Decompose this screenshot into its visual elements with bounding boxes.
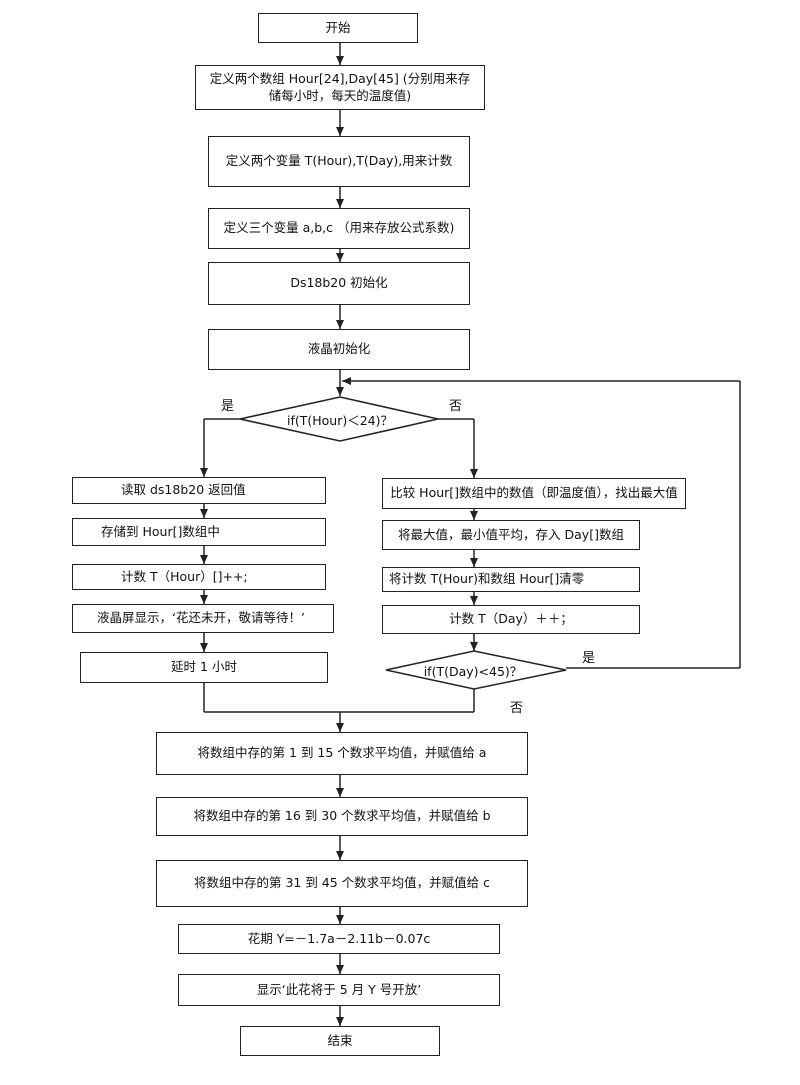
- count-hour-label: 计数 T（Hour）[]++;: [121, 568, 248, 584]
- no-label-day: 否: [510, 701, 524, 716]
- no-label-hour: 否: [449, 399, 463, 414]
- decision-hour-diamond: [239, 396, 439, 442]
- avg-c-label: 将数组中存的第 31 到 45 个数求平均值，并赋值给 c: [193, 875, 491, 891]
- start-node: 开始: [258, 13, 418, 43]
- end-node: 结束: [240, 1026, 440, 1056]
- define-coeffs-node: 定义三个变量 a,b,c （用来存放公式系数): [208, 208, 470, 249]
- read-ds18b20-label: 读取 ds18b20 返回值: [121, 482, 246, 498]
- compare-max-node: 比较 Hour[]数组中的数值（即温度值），找出最大值: [382, 478, 686, 509]
- define-arrays-label: 定义两个数组 Hour[24],Day[45] (分别用来存储每小时，每天的温度…: [209, 70, 471, 103]
- decision-hour-label: if(T(Hour)＜24)？: [286, 412, 394, 428]
- avg-b-node: 将数组中存的第 16 到 30 个数求平均值，并赋值给 b: [156, 797, 528, 836]
- avg-b-label: 将数组中存的第 16 到 30 个数求平均值，并赋值给 b: [193, 808, 491, 824]
- yes-label-day: 是: [582, 651, 596, 666]
- formula-node: 花期 Y=－1.7a－2.11b－0.07c: [178, 924, 500, 954]
- delay-node: 延时 1 小时: [80, 652, 328, 683]
- clear-hour-node: 将计数 T(Hour)和数组 Hour[]清零: [382, 567, 640, 592]
- delay-label: 延时 1 小时: [171, 659, 237, 675]
- decision-day: if(T(Day)<45)？: [398, 659, 548, 681]
- decision-hour: if(T(Hour)＜24)？: [250, 407, 430, 431]
- count-day-node: 计数 T（Day）＋＋；: [382, 605, 640, 634]
- store-hour-label: 存储到 Hour[]数组中: [101, 523, 220, 539]
- start-label: 开始: [325, 19, 351, 35]
- show-result-node: 显示‘此花将于 5 月 Y 号开放’: [178, 974, 500, 1006]
- store-hour-node: 存储到 Hour[]数组中: [72, 518, 326, 546]
- define-counters-label: 定义两个变量 T(Hour),T(Day),用来计数: [225, 153, 453, 169]
- read-ds18b20-node: 读取 ds18b20 返回值: [72, 477, 326, 504]
- avg-store-day-node: 将最大值，最小值平均，存入 Day[]数组: [382, 520, 640, 550]
- avg-c-node: 将数组中存的第 31 到 45 个数求平均值，并赋值给 c: [156, 860, 528, 907]
- end-label: 结束: [327, 1032, 353, 1048]
- show-result-label: 显示‘此花将于 5 月 Y 号开放’: [256, 981, 422, 997]
- clear-hour-label: 将计数 T(Hour)和数组 Hour[]清零: [389, 571, 585, 587]
- lcd-show-label: 液晶屏显示，‘花还未开，敬请等待！’: [97, 610, 305, 626]
- lcd-init-label: 液晶初始化: [307, 341, 371, 357]
- ds18b20-init-label: Ds18b20 初始化: [290, 275, 388, 291]
- lcd-show-node: 液晶屏显示，‘花还未开，敬请等待！’: [72, 604, 334, 633]
- avg-a-label: 将数组中存的第 1 到 15 个数求平均值，并赋值给 a: [197, 745, 487, 761]
- avg-store-day-label: 将最大值，最小值平均，存入 Day[]数组: [398, 526, 624, 542]
- ds18b20-init-node: Ds18b20 初始化: [208, 262, 470, 305]
- count-day-label: 计数 T（Day）＋＋；: [449, 611, 573, 627]
- compare-max-label: 比较 Hour[]数组中的数值（即温度值），找出最大值: [390, 485, 678, 501]
- define-coeffs-label: 定义三个变量 a,b,c （用来存放公式系数): [223, 220, 455, 236]
- formula-label: 花期 Y=－1.7a－2.11b－0.07c: [247, 930, 431, 946]
- count-hour-node: 计数 T（Hour）[]++;: [72, 564, 326, 590]
- define-counters-node: 定义两个变量 T(Hour),T(Day),用来计数: [208, 136, 470, 187]
- avg-a-node: 将数组中存的第 1 到 15 个数求平均值，并赋值给 a: [156, 732, 528, 775]
- lcd-init-node: 液晶初始化: [208, 329, 470, 370]
- define-arrays-node: 定义两个数组 Hour[24],Day[45] (分别用来存储每小时，每天的温度…: [195, 65, 485, 110]
- yes-label-hour: 是: [221, 399, 235, 414]
- decision-day-label: if(T(Day)<45)？: [423, 663, 523, 679]
